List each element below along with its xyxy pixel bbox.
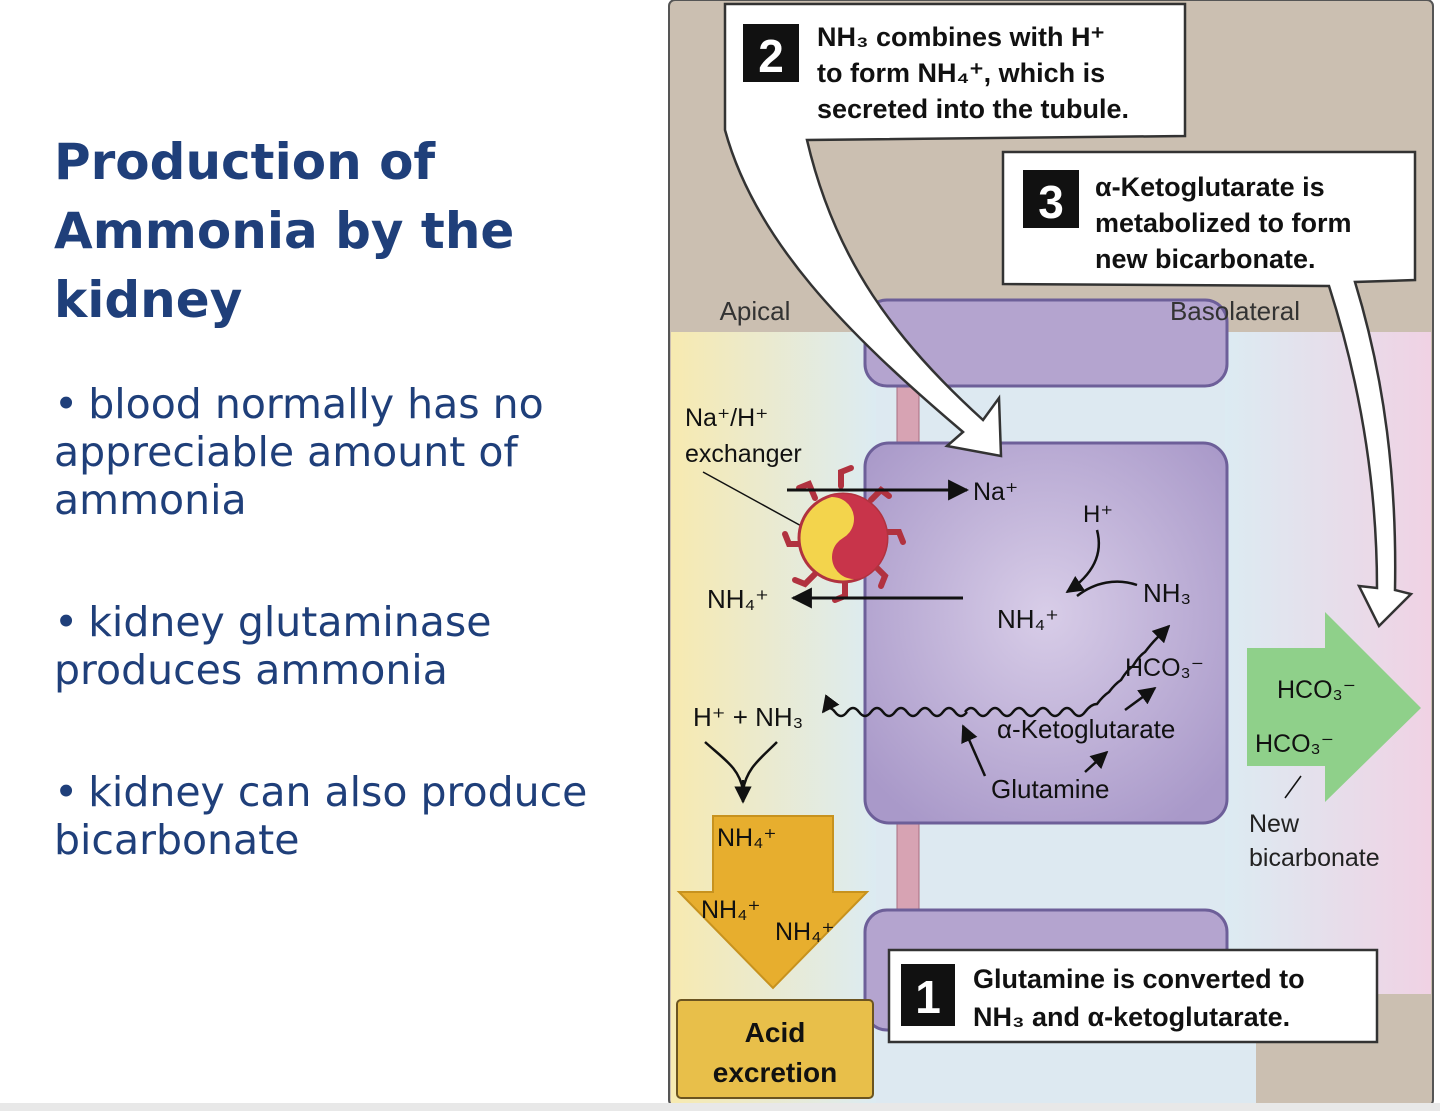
callout-2: [723, 2, 1187, 458]
glutamine-label: Glutamine: [991, 774, 1110, 804]
na-h-exchanger-icon: [782, 465, 906, 603]
callout-3-text: metabolized to form: [1095, 208, 1352, 238]
lumen-combine-arrow: [704, 741, 778, 791]
h-plus-nh3-label: H⁺ + NH₃: [693, 702, 803, 732]
bullet-dot: •: [54, 598, 79, 646]
callout-1: [887, 948, 1379, 1044]
callout-1-text: Glutamine is converted to: [973, 964, 1305, 994]
new-bicarbonate-label: bicarbonate: [1249, 844, 1380, 872]
slide-title: Production of Ammonia by the kidney: [54, 133, 515, 329]
acid-excretion-label: Acid: [745, 1017, 806, 1048]
callout-3-text: new bicarbonate.: [1095, 244, 1316, 274]
nh4-excreted-label: NH₄⁺: [775, 918, 835, 946]
callout-3: [1001, 150, 1417, 629]
bullet-item: •kidney glutaminase produces ammonia: [54, 598, 634, 694]
callout-1-number: 1: [915, 971, 941, 1023]
exchanger-label: Na⁺/H⁺: [685, 404, 768, 432]
glutamine-to-akg-arrow: [1084, 750, 1109, 773]
h-label: H⁺: [1083, 501, 1113, 528]
exchanger-leader-line: [702, 471, 806, 529]
nh4-cell-label: NH₄⁺: [997, 604, 1059, 634]
akg-to-hco3-arrow: [1124, 686, 1157, 712]
callout-3-text: α-Ketoglutarate is: [1095, 172, 1325, 202]
excretion-arrow: [676, 815, 870, 990]
callout-1-number-badge: [901, 964, 955, 1026]
bullet-item: •blood normally has no appreciable amoun…: [54, 380, 634, 524]
hco3-blood-label: HCO₃⁻: [1277, 676, 1356, 704]
bullet-text: kidney glutaminase produces ammonia: [54, 598, 492, 694]
callout-2-text: to form NH₄⁺, which is: [817, 58, 1105, 88]
callout-1-text: NH₃ and α-ketoglutarate.: [973, 1002, 1290, 1032]
label-basolateral: Basolateral: [1170, 296, 1300, 326]
glutamine-to-nh3-arrow: [961, 724, 987, 777]
label-apical: Apical: [720, 296, 791, 326]
bullet-text: kidney can also produce bicarbonate: [54, 768, 588, 864]
bullet-dot: •: [54, 768, 79, 816]
exchanger-label: exchanger: [685, 440, 802, 468]
new-bicarbonate-label: New: [1249, 810, 1300, 838]
bullet-item: •kidney can also produce bicarbonate: [54, 768, 634, 864]
callout-3-number: 3: [1038, 176, 1064, 228]
callout-2-number: 2: [758, 30, 784, 82]
tight-junction: [896, 819, 920, 916]
na-label: Na⁺: [973, 478, 1018, 506]
nh3-label: NH₃: [1143, 578, 1191, 608]
h-binding-arrow: [1065, 529, 1100, 594]
nh3-secretion-wave: [821, 694, 968, 718]
acid-excretion-box: [676, 999, 874, 1099]
callout-2-text: secreted into the tubule.: [817, 94, 1129, 124]
callout-2-text: NH₃ combines with H⁺: [817, 22, 1105, 52]
bullet-dot: •: [54, 380, 79, 428]
bicarbonate-arrow: [1247, 612, 1421, 802]
nh3-diffusion-wave: [964, 624, 1171, 718]
nh4-excreted-label: NH₄⁺: [717, 824, 777, 852]
hco3-blood-label: HCO₃⁻: [1255, 730, 1334, 758]
ammonia-production-diagram: Apical Basolateral Na⁺/H⁺ exchanger Na⁺ …: [668, 0, 1434, 1107]
new-bicarbonate-leader: [1284, 775, 1302, 799]
nh3-binding-arrow: [1076, 580, 1138, 597]
slide-bottom-bar: [0, 1103, 1440, 1111]
lumen-nh4-label: NH₄⁺: [707, 584, 769, 614]
acid-excretion-label: excretion: [713, 1057, 838, 1088]
callout-2-number-badge: [743, 24, 799, 82]
tubular-cell: [863, 441, 1229, 825]
bullet-text: blood normally has no appreciable amount…: [54, 380, 544, 524]
nh4-excreted-label: NH₄⁺: [701, 896, 761, 924]
akg-label: α-Ketoglutarate: [997, 714, 1175, 744]
callout-3-number-badge: [1023, 170, 1079, 228]
